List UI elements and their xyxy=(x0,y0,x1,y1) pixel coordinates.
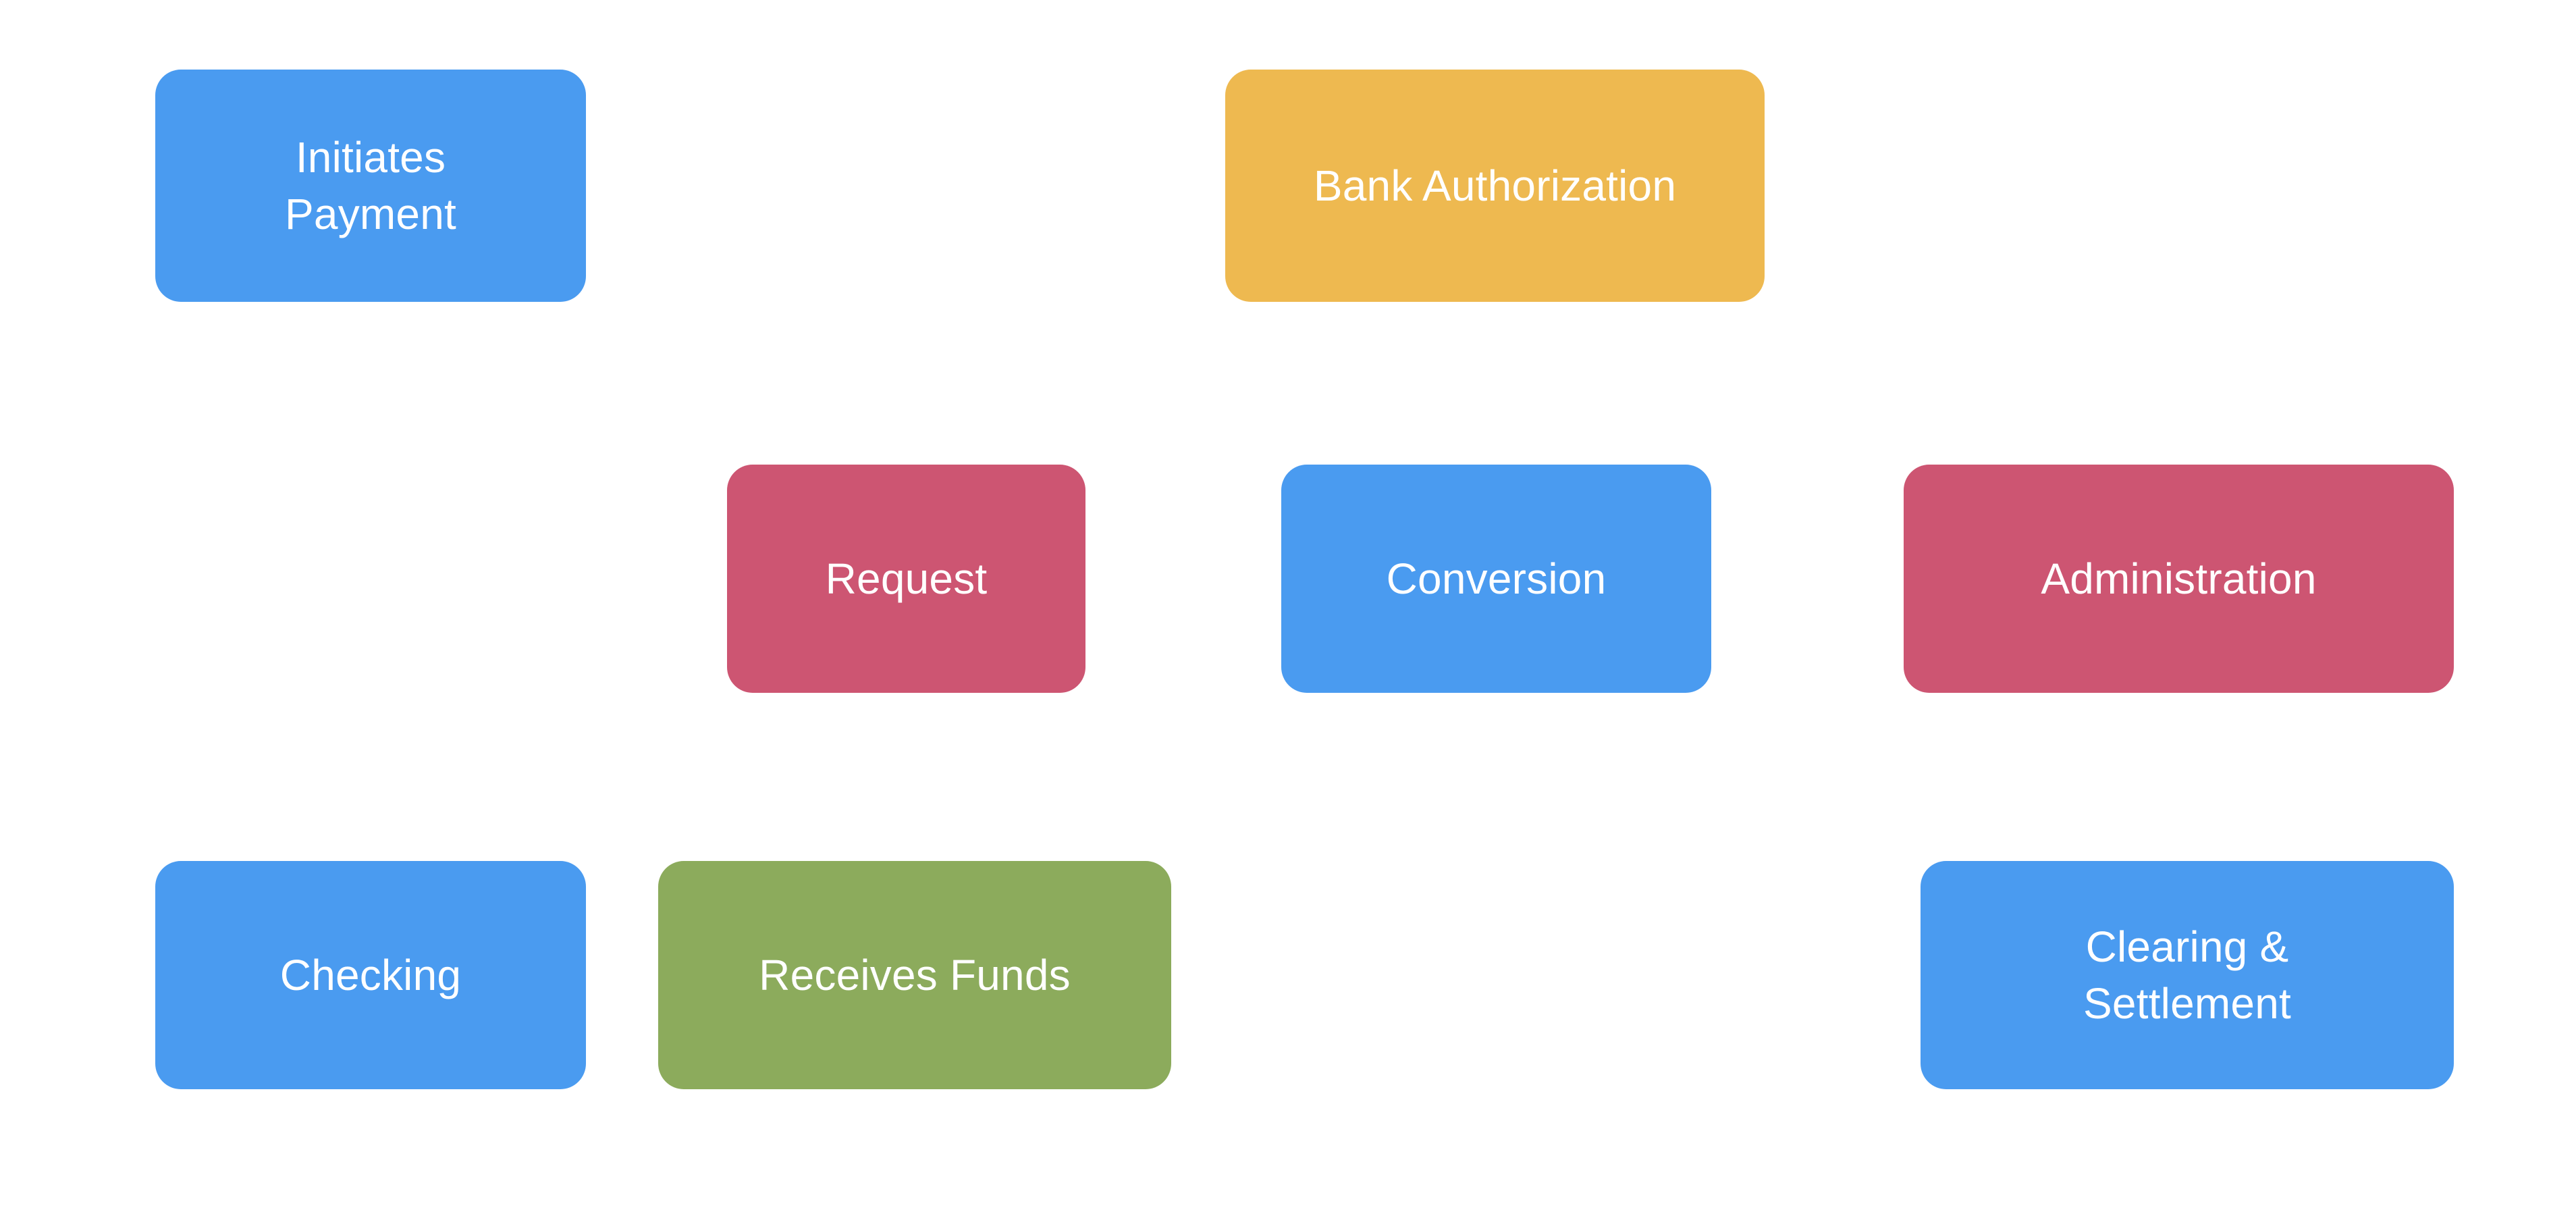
node-label-request: Request xyxy=(825,554,988,603)
node-label-administration: Administration xyxy=(2041,554,2317,603)
node-label-bank-authorization: Bank Authorization xyxy=(1313,161,1677,210)
node-request[interactable]: Request xyxy=(727,465,1085,693)
node-conversion[interactable]: Conversion xyxy=(1281,465,1711,693)
node-receives-funds[interactable]: Receives Funds xyxy=(658,861,1171,1089)
node-administration[interactable]: Administration xyxy=(1904,465,2454,693)
node-label-conversion: Conversion xyxy=(1386,554,1607,603)
node-bank-authorization[interactable]: Bank Authorization xyxy=(1225,70,1765,302)
node-label-receives-funds: Receives Funds xyxy=(759,950,1071,999)
node-label-initiates-payment: Initiates Payment xyxy=(285,132,456,238)
node-clearing-settlement[interactable]: Clearing & Settlement xyxy=(1921,861,2454,1089)
node-checking[interactable]: Checking xyxy=(155,861,586,1089)
node-label-clearing-settlement: Clearing & Settlement xyxy=(2083,922,2291,1028)
node-initiates-payment[interactable]: Initiates Payment xyxy=(155,70,586,302)
node-label-checking: Checking xyxy=(279,950,462,999)
